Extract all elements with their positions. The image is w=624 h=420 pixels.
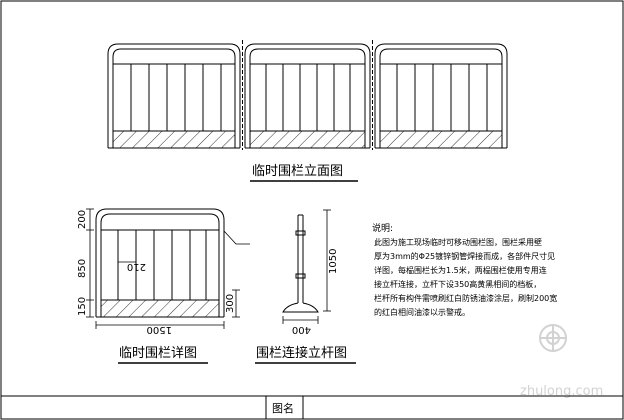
watermark-text: zhulong.com [520, 384, 603, 399]
fence-panel-1 [107, 43, 241, 149]
fence-detail-view [95, 208, 250, 318]
dim-height-middle: 850 [77, 259, 88, 278]
watermark-logo [539, 324, 567, 352]
notes-line-1: 此图为施工现场临时可移动围栏图，围栏采用壁 [374, 237, 542, 247]
notes-line-4: 接立杆连接，立杆下设350高黄黑相间的档板， [374, 279, 541, 289]
post-dimension-lines [282, 209, 331, 324]
dim-inner-spacing: 210 [127, 261, 146, 272]
title-block-label: 图名 [272, 401, 294, 415]
post-caption: 围栏连接立杆图 [256, 345, 347, 361]
fence-panel-3 [374, 43, 508, 149]
fence-panel-2 [244, 43, 371, 149]
notes-line-3: 详图，每榀围栏长为1.5米，两榀围栏使用专用连 [374, 265, 547, 275]
title-block [1, 395, 623, 419]
dim-base-height: 300 [225, 294, 236, 313]
connection-post-view [282, 214, 319, 313]
elevation-caption: 临时围栏立面图 [252, 164, 343, 179]
detail-dimension-lines [86, 208, 240, 329]
connection-posts [242, 40, 373, 150]
notes-title: 说明: [372, 222, 393, 234]
dim-post-base: 400 [292, 324, 311, 335]
detail-caption: 临时围栏详图 [119, 346, 197, 361]
notes-line-5: 栏杆所有构件需喷刷红白防锈油漆涂层，刷制200宽 [374, 293, 557, 303]
dim-height-upper: 200 [77, 210, 88, 229]
dim-height-lower: 150 [77, 297, 88, 316]
notes-line-6: 的红白相间油漆以示警戒。 [374, 307, 470, 317]
dim-post-height: 1050 [328, 249, 339, 274]
dim-width: 1500 [147, 324, 172, 335]
notes-line-2: 厚为3mm的Φ25镀锌钢管焊接而成，各部件尺寸见 [374, 251, 555, 261]
fence-elevation-view [107, 40, 508, 150]
